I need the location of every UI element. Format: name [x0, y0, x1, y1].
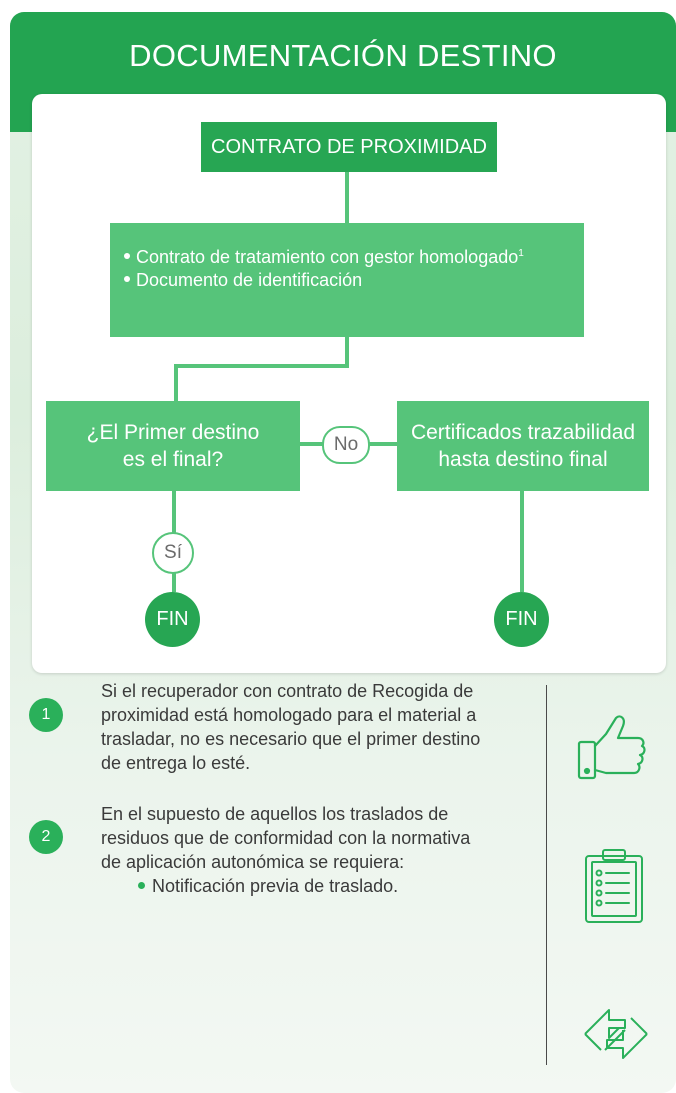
certificados-box: Certificados trazabilidad hasta destino … [397, 401, 649, 491]
question-line-1: ¿El Primer destino [86, 421, 260, 444]
clipboard-list-icon [585, 849, 643, 923]
connector-docs-down [345, 337, 349, 367]
si-label: Sí [164, 542, 182, 563]
si-badge: Sí [152, 532, 194, 574]
fin-label-left: FIN [156, 608, 189, 630]
note-1: Si el recuperador con contrato de Recogi… [101, 679, 531, 775]
question-box: ¿El Primer destino es el final? [46, 401, 300, 491]
note-number-1: 1 [29, 698, 63, 732]
bullet-dot [138, 881, 145, 889]
connector-cert-fin [520, 491, 524, 592]
fin-label-right: FIN [505, 608, 538, 630]
doc-item-1: Contrato de tratamiento con gestor homol… [136, 247, 519, 267]
connector-horizontal [174, 364, 349, 368]
no-label: No [333, 434, 359, 455]
note-1-line: de entrega lo esté. [101, 753, 251, 773]
refresh-arrows-icon [584, 1009, 648, 1059]
note-2-bullet-text: Notificación previa de traslado. [152, 876, 399, 896]
cert-line-1: Certificados trazabilidad [410, 421, 636, 444]
note-number-2: 2 [29, 820, 63, 854]
contrato-label: CONTRATO DE PROXIMIDAD [211, 135, 487, 158]
cert-line-2: hasta destino final [438, 448, 608, 471]
note-1-line: Si el recuperador con contrato de Recogi… [101, 681, 474, 701]
fin-circle-right: FIN [494, 592, 549, 647]
docs-box: Contrato de tratamiento con gestor homol… [110, 223, 584, 337]
note-1-line: proximidad está homologado para el mater… [101, 705, 477, 725]
flowchart-panel: CONTRATO DE PROXIMIDAD Contrato de trata… [32, 94, 666, 673]
note-2-bullet: Notificación previa de traslado. [138, 874, 398, 898]
note-2: En el supuesto de aquellos los traslados… [101, 802, 531, 874]
connector-to-question [174, 364, 178, 401]
fin-circle-left: FIN [145, 592, 200, 647]
connector-contrato-docs [345, 172, 349, 223]
footnote-ref: 1 [518, 248, 524, 259]
bullet-dot [124, 253, 130, 260]
thumbs-up-icon [577, 715, 646, 780]
note-2-line: de aplicación autonómica se requiera: [101, 852, 405, 872]
no-badge: No [322, 426, 370, 464]
contrato-box: CONTRATO DE PROXIMIDAD [201, 122, 497, 172]
doc-item-2: Documento de identificación [136, 270, 363, 290]
question-line-2: es el final? [122, 448, 224, 471]
note-2-line: En el supuesto de aquellos los traslados… [101, 804, 449, 824]
note-2-line: residuos que de conformidad con la norma… [101, 828, 471, 848]
page-title: DOCUMENTACIÓN DESTINO [129, 38, 557, 73]
vertical-divider [546, 685, 547, 1065]
bullet-dot [124, 276, 130, 283]
note-1-line: trasladar, no es necesario que el primer… [101, 729, 481, 749]
documentation-card: DOCUMENTACIÓN DESTINO CONTRATO DE PROXIM… [10, 12, 676, 1093]
